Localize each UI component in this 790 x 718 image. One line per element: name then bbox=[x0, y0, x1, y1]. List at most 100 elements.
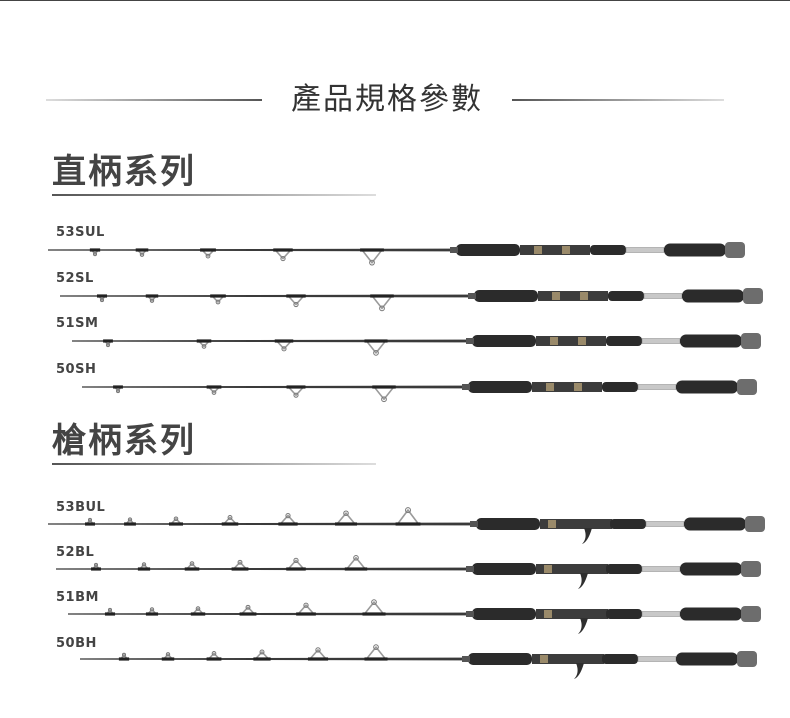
trigger bbox=[574, 663, 584, 679]
rod-guide bbox=[360, 248, 384, 266]
rear-fore-grip bbox=[590, 245, 626, 255]
trigger bbox=[578, 618, 588, 634]
rod-guide bbox=[395, 507, 421, 526]
rear-fore-grip bbox=[606, 564, 642, 574]
rod-image bbox=[72, 333, 761, 356]
rod-guide bbox=[135, 248, 149, 257]
rod-guide bbox=[145, 294, 159, 303]
rod-guide bbox=[104, 607, 116, 616]
rod-guide bbox=[221, 515, 239, 526]
butt-cap bbox=[741, 561, 761, 577]
rod-guide bbox=[274, 339, 294, 352]
fore-grip bbox=[472, 608, 536, 620]
rear-grip bbox=[680, 607, 742, 621]
spec-header: 產品規格參數 bbox=[0, 78, 790, 122]
rod-guide bbox=[161, 652, 175, 661]
trigger bbox=[582, 528, 592, 544]
reel-seat-hood bbox=[550, 337, 558, 345]
rod-image bbox=[56, 555, 761, 589]
winding-check bbox=[468, 293, 476, 299]
handle-shaft bbox=[641, 338, 681, 344]
rod-guide bbox=[364, 339, 388, 356]
rear-grip bbox=[682, 289, 744, 303]
rod-guide bbox=[239, 604, 257, 616]
reel-seat bbox=[540, 519, 612, 529]
rod-image bbox=[60, 288, 763, 312]
butt-cap bbox=[743, 288, 763, 304]
rod-guide bbox=[286, 294, 306, 308]
reel-seat-ring bbox=[580, 292, 588, 300]
rear-grip bbox=[664, 243, 726, 257]
section-rule-spinning bbox=[52, 194, 376, 196]
rod-guide bbox=[370, 294, 394, 312]
rear-fore-grip bbox=[610, 519, 646, 529]
reel-seat bbox=[538, 291, 608, 301]
rear-fore-grip bbox=[608, 291, 644, 301]
rear-fore-grip bbox=[606, 609, 642, 619]
rod-guide bbox=[103, 339, 113, 348]
reel-seat-hood bbox=[548, 520, 556, 528]
model-label: 50SH bbox=[56, 362, 97, 377]
reel-seat bbox=[536, 336, 606, 346]
rear-fore-grip bbox=[606, 336, 642, 346]
rear-grip bbox=[676, 652, 738, 666]
rear-grip bbox=[680, 562, 742, 576]
rod-guide bbox=[206, 651, 222, 661]
fore-grip bbox=[472, 563, 536, 575]
reel-seat-hood bbox=[552, 292, 560, 300]
rod-guide bbox=[96, 294, 108, 303]
rod-guide bbox=[190, 606, 206, 616]
butt-cap bbox=[741, 606, 761, 622]
fore-grip bbox=[468, 653, 532, 665]
rear-fore-grip bbox=[602, 654, 638, 664]
rod-guide bbox=[372, 385, 396, 403]
rod-guide bbox=[307, 647, 329, 661]
rod-image bbox=[80, 644, 757, 679]
rod-guide bbox=[273, 248, 293, 262]
reel-seat-ring bbox=[578, 337, 586, 345]
rod-guide bbox=[210, 294, 226, 305]
fore-grip bbox=[456, 244, 520, 256]
fore-grip bbox=[472, 335, 536, 347]
rod-image bbox=[68, 599, 761, 634]
reel-seat bbox=[536, 564, 608, 574]
rod-guide bbox=[206, 385, 222, 395]
model-label: 53SUL bbox=[56, 225, 105, 240]
fore-grip bbox=[468, 381, 532, 393]
rear-grip bbox=[676, 380, 738, 394]
page-title: 產品規格參數 bbox=[291, 82, 483, 117]
butt-cap bbox=[725, 242, 745, 258]
rod-guide bbox=[196, 339, 212, 349]
rod-guide bbox=[137, 562, 151, 571]
reel-seat bbox=[520, 245, 590, 255]
handle-shaft bbox=[637, 656, 677, 662]
reel-seat-hood bbox=[540, 655, 548, 663]
butt-cap bbox=[745, 516, 765, 532]
rod-guide bbox=[124, 517, 136, 526]
reel-seat bbox=[532, 654, 604, 664]
rod-guide bbox=[118, 652, 130, 661]
handle-shaft bbox=[643, 293, 683, 299]
butt-cap bbox=[737, 379, 757, 395]
model-label: 51SM bbox=[56, 316, 99, 331]
handle-shaft bbox=[625, 247, 665, 253]
rear-fore-grip bbox=[602, 382, 638, 392]
fore-grip bbox=[476, 518, 540, 530]
section-title-casting: 槍柄系列 bbox=[52, 421, 196, 461]
trigger bbox=[578, 573, 588, 589]
winding-check bbox=[462, 656, 470, 662]
reel-seat-hood bbox=[546, 383, 554, 391]
rod-guide bbox=[253, 649, 271, 661]
reel-seat-hood bbox=[544, 610, 552, 618]
handle-shaft bbox=[637, 384, 677, 390]
top-border bbox=[0, 0, 790, 1]
rod-guide bbox=[169, 516, 183, 526]
handle-shaft bbox=[641, 566, 681, 572]
fore-grip bbox=[474, 290, 538, 302]
rod-guide bbox=[286, 557, 306, 571]
handle-shaft bbox=[641, 611, 681, 617]
reel-seat-ring bbox=[574, 383, 582, 391]
rod-image bbox=[48, 242, 745, 266]
winding-check bbox=[466, 566, 474, 572]
header-rule-left bbox=[46, 99, 262, 101]
